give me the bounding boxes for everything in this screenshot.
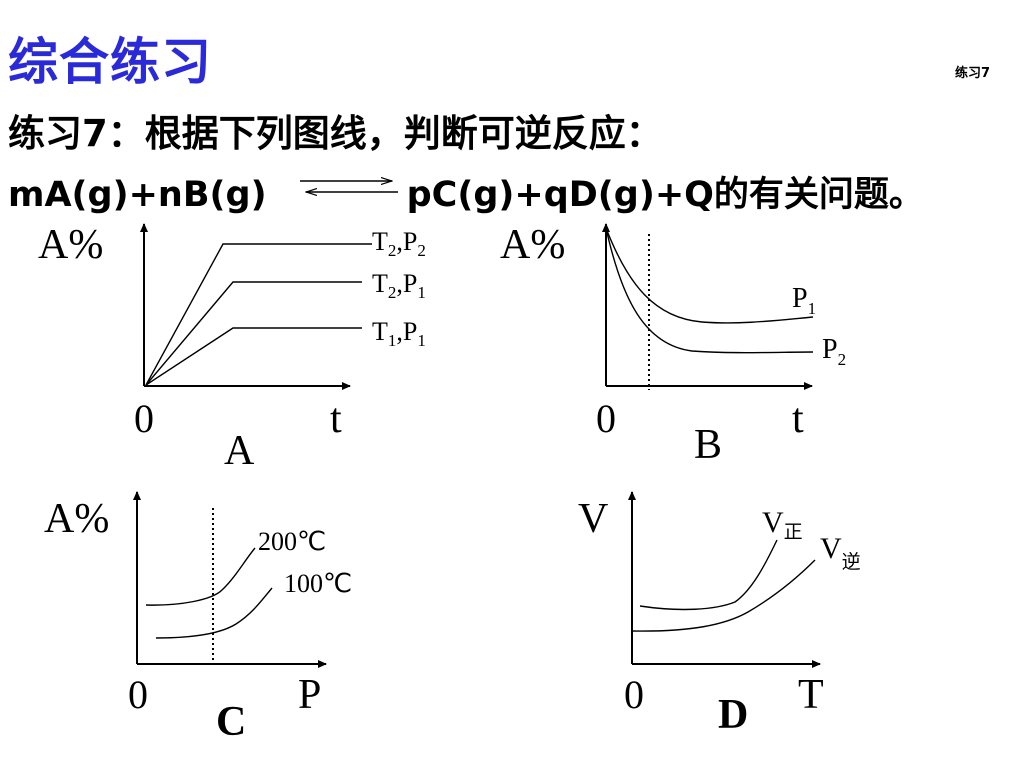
graph-c-label-200: 200℃ bbox=[258, 527, 326, 556]
page-title: 综合练习 bbox=[8, 33, 212, 91]
graph-d-curve-forward bbox=[639, 539, 778, 611]
graph-a-curve-t2p2 bbox=[145, 243, 372, 386]
graph-c-curve-100 bbox=[155, 587, 273, 639]
graph-d-ylabel: V bbox=[578, 496, 608, 542]
graph-a-curve-t2p1 bbox=[145, 281, 362, 386]
graph-b-origin: 0 bbox=[596, 396, 616, 441]
graph-d-letter: D bbox=[718, 692, 748, 738]
graph-a-label-t1p1: T1,P1 bbox=[372, 317, 426, 350]
graph-b-xlabel: t bbox=[792, 396, 804, 442]
equation-left: mA(g)+nB(g) bbox=[8, 175, 267, 215]
graph-c-ylabel: A% bbox=[44, 496, 109, 542]
equation-right: pC(g)+qD(g)+Q的有关问题。 bbox=[406, 175, 924, 215]
reaction-equation: mA(g)+nB(g) pC(g)+qD(g)+Q的有关问题。 bbox=[8, 166, 1024, 217]
graph-c-label-100: 100℃ bbox=[284, 569, 352, 598]
graph-c-curve-200 bbox=[145, 547, 256, 606]
graph-d: V 0 T D V正 V逆 bbox=[578, 491, 861, 738]
graph-c-xlabel: P bbox=[298, 672, 321, 718]
graph-b-curve-p1 bbox=[605, 227, 814, 324]
graph-b-curve-p2 bbox=[605, 227, 814, 354]
graph-b-label-p1: P1 bbox=[792, 283, 816, 318]
graph-d-origin: 0 bbox=[624, 672, 644, 717]
slide-tag: 练习7 bbox=[955, 66, 991, 81]
graph-a-ylabel: A% bbox=[38, 222, 103, 268]
graph-b: A% 0 t B P1 P2 bbox=[500, 222, 846, 468]
graph-c-letter: C bbox=[216, 699, 246, 745]
graph-a-curve-t1p1 bbox=[145, 327, 362, 386]
graph-a-letter: A bbox=[224, 428, 255, 474]
graph-c: A% 0 P C 200℃ 100℃ bbox=[44, 491, 352, 745]
graph-d-label-forward: V正 bbox=[762, 506, 803, 543]
graph-a-label-t2p1: T2,P1 bbox=[372, 269, 426, 302]
problem-statement: 练习7：根据下列图线，判断可逆反应： bbox=[8, 112, 663, 155]
graph-d-curve-reverse bbox=[631, 559, 816, 632]
graph-a: A% 0 t A T2,P2 T2,P1 T1,P1 bbox=[38, 222, 426, 474]
graph-a-xlabel: t bbox=[330, 396, 342, 442]
reversible-arrows bbox=[300, 181, 398, 192]
graph-b-label-p2: P2 bbox=[822, 334, 846, 369]
graph-a-origin: 0 bbox=[134, 396, 154, 441]
graph-a-label-t2p2: T2,P2 bbox=[372, 227, 426, 260]
graph-b-letter: B bbox=[694, 422, 722, 468]
graph-b-ylabel: A% bbox=[500, 222, 565, 268]
graph-d-label-reverse: V逆 bbox=[820, 532, 861, 573]
graph-d-xlabel: T bbox=[798, 672, 824, 718]
graph-c-origin: 0 bbox=[128, 672, 148, 717]
